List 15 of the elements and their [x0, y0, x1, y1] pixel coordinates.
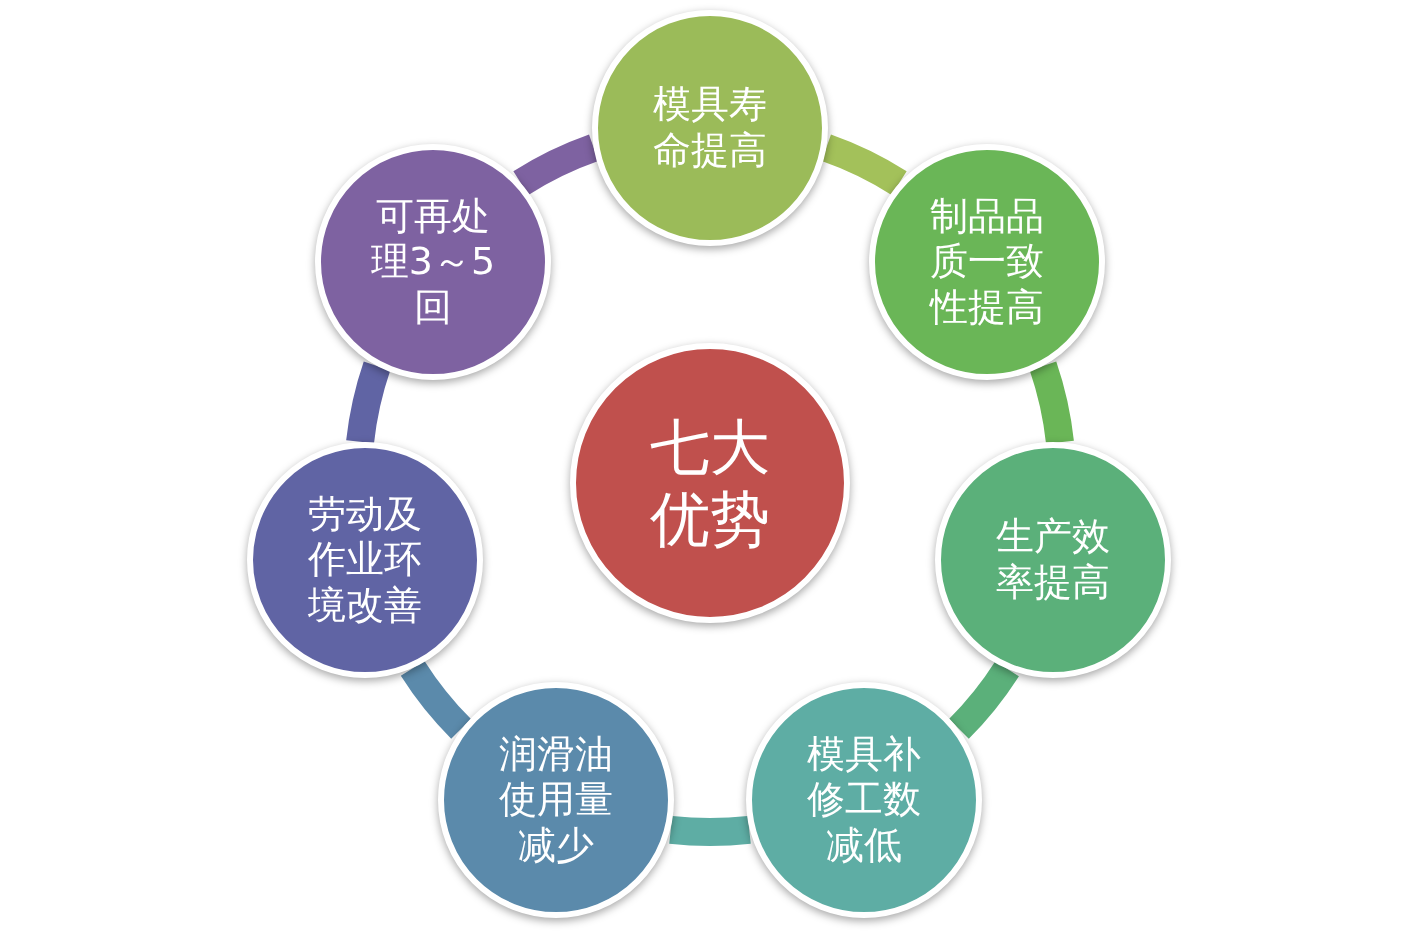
ring-segment [1029, 361, 1074, 445]
circle-label: 模具补修工数减低 [806, 731, 922, 869]
circle-label: 润滑油使用量减少 [498, 731, 614, 869]
ring-segment [948, 660, 1019, 739]
circle-label: 生产效率提高 [995, 514, 1111, 606]
ring-segment [346, 361, 391, 444]
circle-label: 七大优势 [649, 411, 771, 555]
circle-label: 可再处理3～5回 [369, 193, 497, 331]
circle-label: 劳动及作业环境改善 [307, 491, 423, 629]
circle-label: 模具寿命提高 [652, 82, 768, 174]
ring-segment [513, 134, 599, 196]
ring-segment [821, 134, 907, 196]
circle-label: 制品品质一致性提高 [928, 193, 1045, 331]
ring-segment [401, 660, 472, 739]
ring-segment [669, 815, 751, 846]
